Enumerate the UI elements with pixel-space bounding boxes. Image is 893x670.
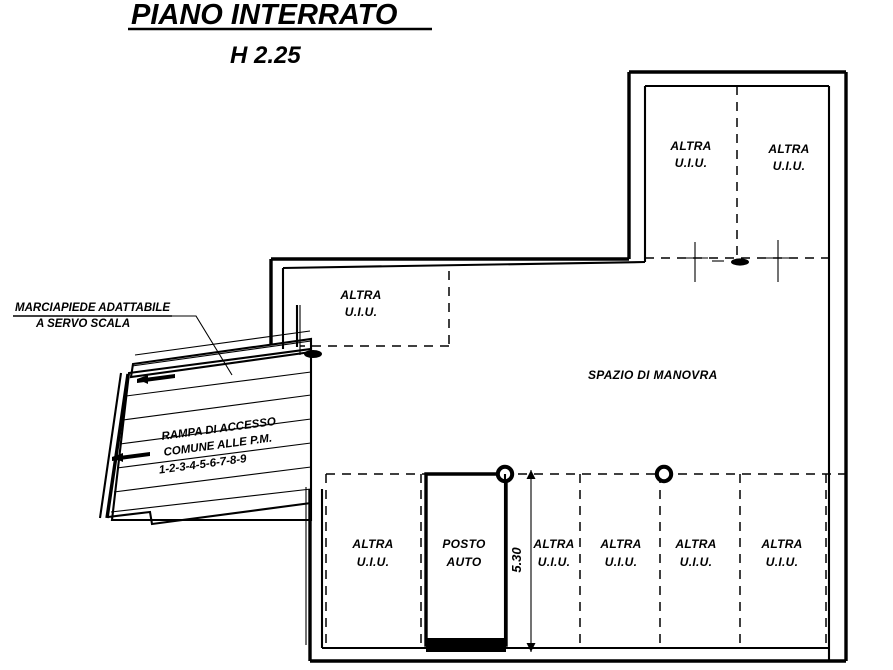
title-block: PIANO INTERRATO H 2.25 [128,0,432,69]
room-label: ALTRA [669,139,711,153]
sidewalk-note: MARCIAPIEDE ADATTABILE A SERVO SCALA [13,302,233,376]
column-marker [495,464,515,646]
height-label: H 2.25 [230,42,301,69]
column-marker [654,464,674,484]
room-label: ALTRA [339,288,381,302]
room-label: U.I.U. [605,555,637,569]
room-label: U.I.U. [538,555,570,569]
parking-label: POSTO [442,537,486,551]
room-label: U.I.U. [345,305,377,319]
room-label: ALTRA [532,537,574,551]
parking-space-threshold [426,638,506,652]
upper-left-unit: ALTRA U.I.U. [299,271,450,358]
room-label: ALTRA [351,537,393,551]
room-label: U.I.U. [680,555,712,569]
access-ramp [98,330,313,526]
sidewalk-note-line1: MARCIAPIEDE ADATTABILE [15,302,170,314]
room-label: U.I.U. [675,156,707,170]
dimension-line-530: 5.30 [509,470,536,652]
maneuver-space-label: SPAZIO DI MANOVRA [588,368,718,382]
room-label: U.I.U. [357,555,389,569]
building-outline [269,70,848,663]
bottom-row-units: 5.30 ALTRA U.I.U. POSTO AUTO ALTRA U.I.U… [325,464,846,652]
column-marker [765,240,791,282]
room-label: ALTRA [674,537,716,551]
room-label: ALTRA [767,142,809,156]
parking-label: AUTO [446,555,482,569]
room-label: U.I.U. [773,159,805,173]
page-title: PIANO INTERRATO [131,0,398,31]
pilaster-symbol [304,350,322,358]
wall-stub [295,305,307,645]
sidewalk-note-line2: A SERVO SCALA [35,318,130,330]
room-label: U.I.U. [766,555,798,569]
pilaster-symbol [731,258,749,266]
top-right-units: ALTRA U.I.U. ALTRA U.I.U. [645,86,829,282]
room-label: ALTRA [760,537,802,551]
column-marker [682,242,708,282]
ramp-note: RAMPA DI ACCESSO COMUNE ALLE P.M. 1-2-3-… [158,416,276,477]
room-label: ALTRA [599,537,641,551]
dimension-value: 5.30 [509,547,524,573]
